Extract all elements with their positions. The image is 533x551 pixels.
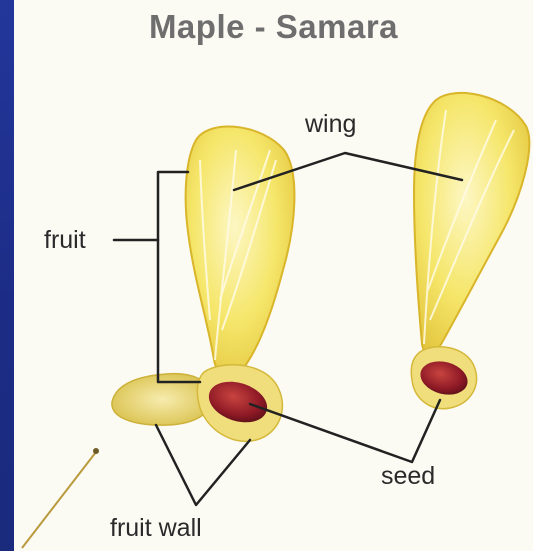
stem bbox=[22, 452, 96, 548]
left-wing bbox=[186, 127, 295, 376]
label-fruit-wall: fruit wall bbox=[110, 514, 202, 543]
label-wing: wing bbox=[305, 110, 356, 139]
stem-tip bbox=[93, 448, 99, 454]
label-fruit: fruit bbox=[44, 226, 86, 255]
page-title: Maple - Samara bbox=[14, 8, 533, 46]
label-seed: seed bbox=[381, 462, 435, 491]
